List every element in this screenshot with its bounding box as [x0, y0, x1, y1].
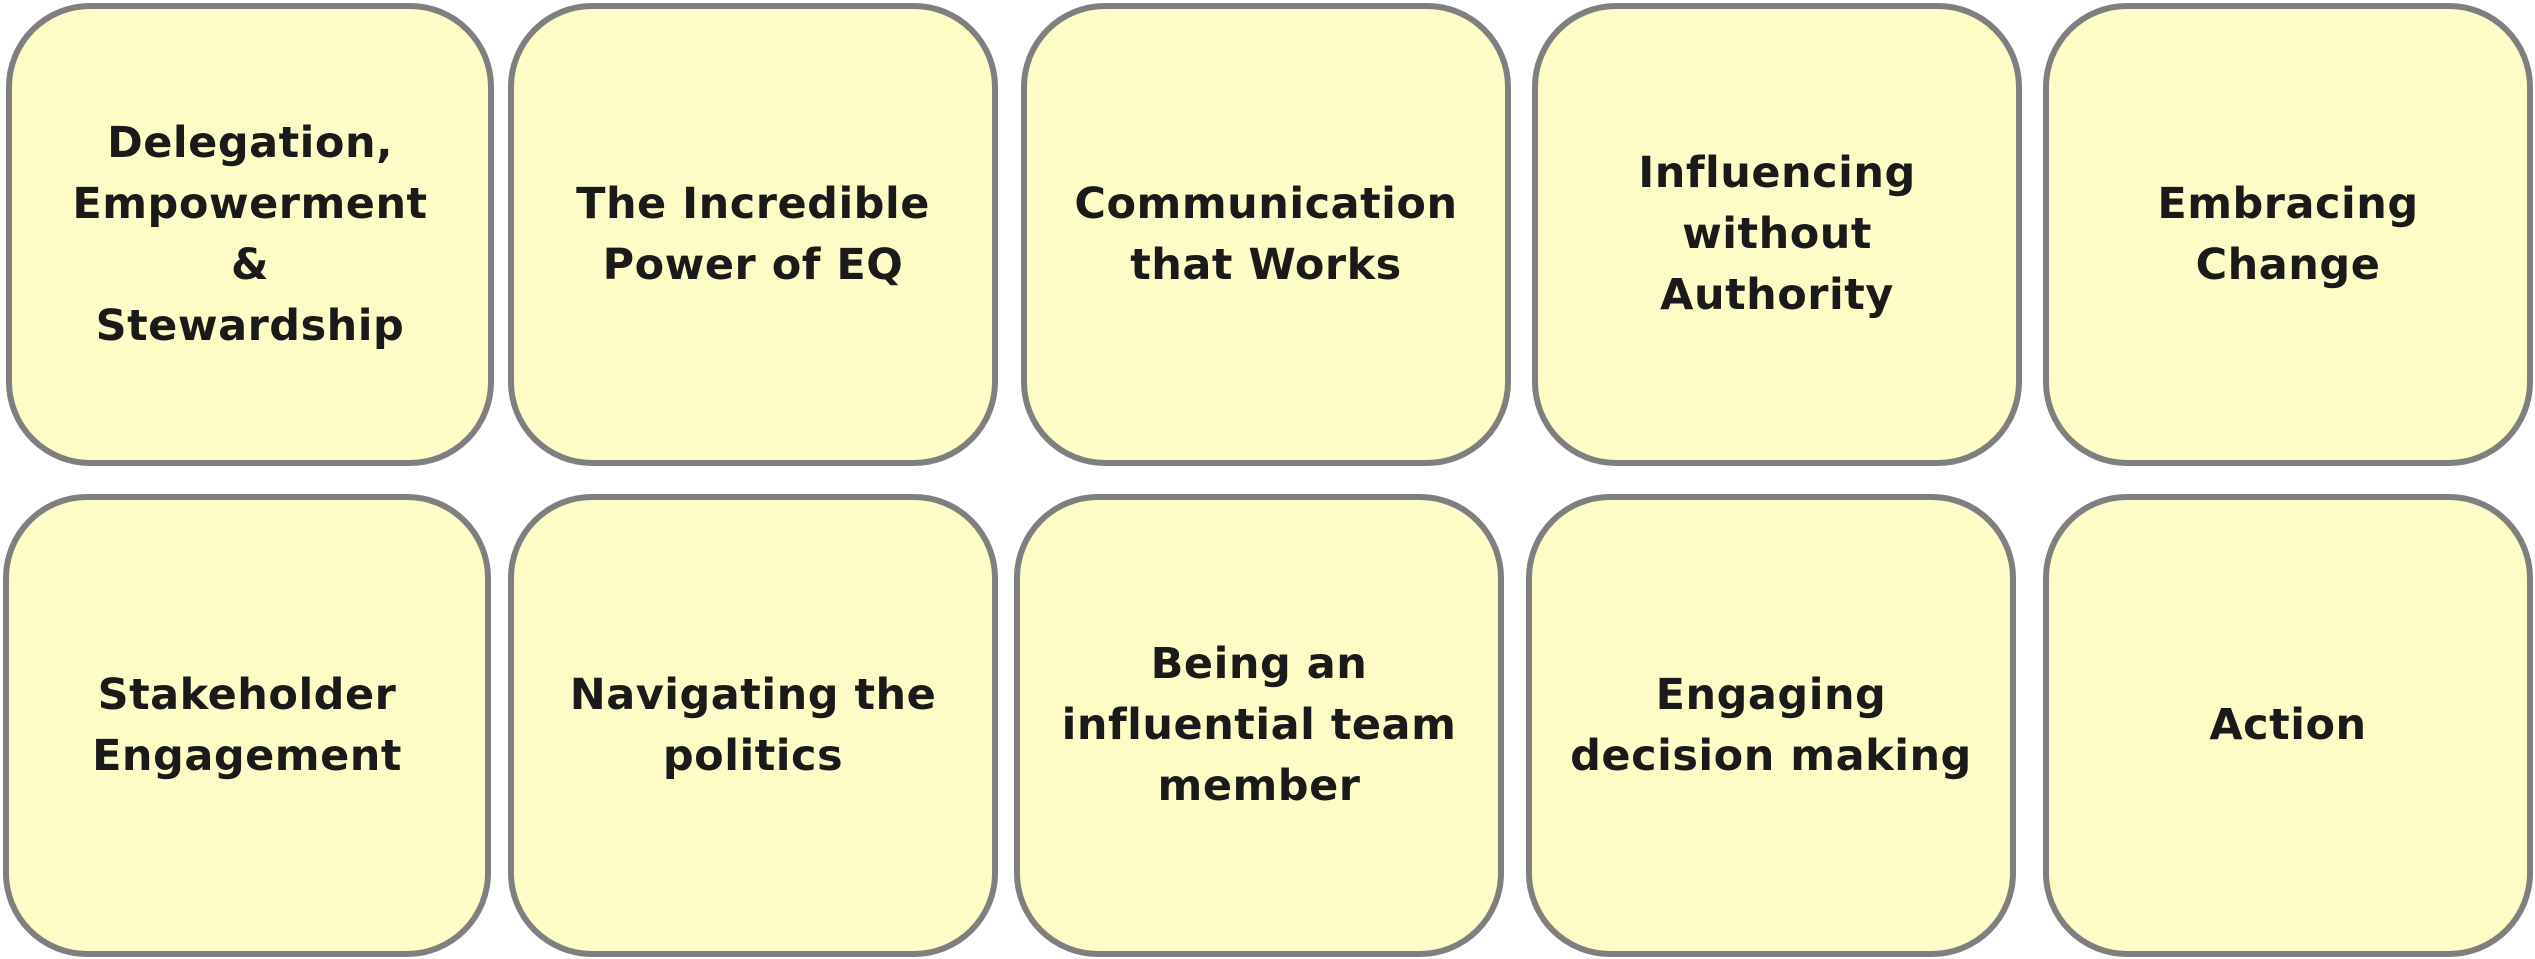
tile-engaging-decision-making: Engaging decision making: [1526, 494, 2016, 957]
tile-power-of-eq: The Incredible Power of EQ: [508, 3, 998, 466]
tile-label: Influencing without Authority: [1638, 148, 1916, 320]
tile-influencing-without-authority: Influencing without Authority: [1532, 3, 2022, 466]
tile-delegation-empowerment-stewardship: Delegation, Empowerment & Stewardship: [6, 3, 494, 466]
tile-label: Communication that Works: [1074, 178, 1458, 290]
tile-label: Navigating the politics: [569, 669, 937, 781]
tile-label: The Incredible Power of EQ: [576, 178, 930, 290]
tile-communication-that-works: Communication that Works: [1021, 3, 1511, 466]
tile-label: Delegation, Empowerment & Stewardship: [72, 117, 428, 351]
tile-navigating-the-politics: Navigating the politics: [508, 494, 998, 957]
tile-embracing-change: Embracing Change: [2043, 3, 2533, 466]
tile-stakeholder-engagement: Stakeholder Engagement: [3, 494, 491, 957]
tile-influential-team-member: Being an influential team member: [1014, 494, 1504, 957]
tile-action: Action: [2043, 494, 2533, 957]
tile-label: Stakeholder Engagement: [92, 669, 402, 781]
tile-label: Embracing Change: [2157, 178, 2419, 290]
tile-label: Being an influential team member: [1061, 639, 1457, 811]
tile-label: Action: [2209, 700, 2367, 750]
tile-label: Engaging decision making: [1570, 669, 1972, 781]
